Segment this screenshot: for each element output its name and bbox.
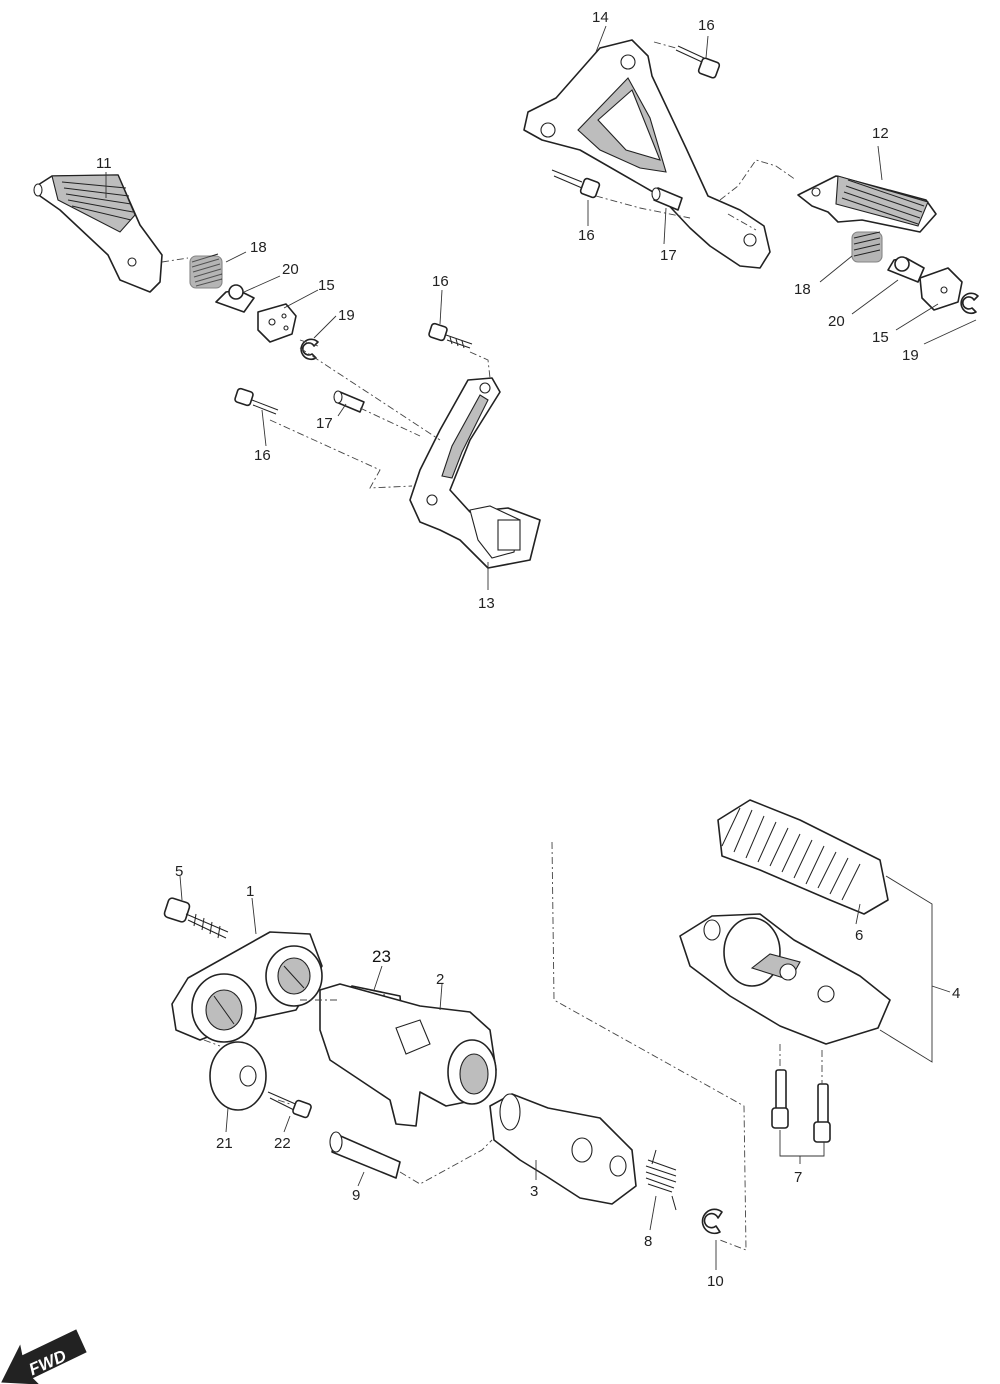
callout-14: 14 <box>592 9 609 26</box>
callout-11: 11 <box>96 155 112 172</box>
callout-22: 22 <box>274 1135 291 1152</box>
callout-10: 10 <box>707 1273 724 1290</box>
part-17-pin <box>333 390 365 413</box>
callout-5: 5 <box>175 863 183 880</box>
callout-16-lower-left: 16 <box>254 447 271 464</box>
part-14-footpeg-bracket <box>523 39 771 269</box>
fwd-arrow-icon: FWD <box>1 1329 87 1384</box>
callout-21: 21 <box>216 1135 233 1152</box>
part-1-link-plate <box>171 931 323 1043</box>
callout-9: 9 <box>352 1187 360 1204</box>
part-15-retainer-plate <box>257 303 297 343</box>
part-7-bolts <box>771 1069 831 1143</box>
part-2-pedal-holder <box>319 983 497 1127</box>
part-3-pivot-shaft <box>489 1093 637 1205</box>
part-21-spacer <box>209 1041 267 1111</box>
callout-20-left: 20 <box>282 261 299 278</box>
part-19-e-clip <box>300 338 319 361</box>
callout-19-right: 19 <box>902 347 919 364</box>
part-11-rider-footpeg <box>33 174 163 293</box>
part-16-bolt-lower <box>234 387 279 415</box>
part-12-passenger-footpeg <box>797 175 937 233</box>
callout-16-mid-right: 16 <box>578 227 595 244</box>
callout-1: 1 <box>246 883 254 900</box>
callout-7: 7 <box>794 1169 802 1186</box>
part-18-spring-right <box>851 231 883 263</box>
callout-12: 12 <box>872 125 889 142</box>
part-20-detent-ball <box>215 284 255 313</box>
part-9-pin <box>329 1131 401 1179</box>
part-15-plate-right <box>919 267 963 311</box>
part-16-bolt-right-lower <box>551 169 601 199</box>
callout-16-upper-left: 16 <box>432 273 449 290</box>
part-10-e-clip <box>701 1208 723 1235</box>
part-6-rubber-pad <box>717 799 889 915</box>
callout-23: 23 <box>372 947 391 966</box>
part-20-detent-right <box>887 256 925 283</box>
callout-15-left: 15 <box>318 277 335 294</box>
callout-18-right: 18 <box>794 281 811 298</box>
part-16-bolt-right-upper <box>675 45 721 79</box>
part-22-bolt <box>267 1091 312 1119</box>
callout-20-right: 20 <box>828 313 845 330</box>
part-19-clip-right <box>960 292 979 315</box>
part-17-pin-right <box>651 187 683 211</box>
callout-4: 4 <box>952 985 960 1002</box>
callout-3: 3 <box>530 1183 538 1200</box>
callout-6: 6 <box>855 927 863 944</box>
callout-17-right: 17 <box>660 247 677 264</box>
callout-19-left: 19 <box>338 307 355 324</box>
part-4-footrest-assembly <box>679 913 891 1045</box>
part-18-spring <box>189 253 223 289</box>
callout-13: 13 <box>478 595 495 612</box>
callout-16-top-right: 16 <box>698 17 715 34</box>
callout-8: 8 <box>644 1233 652 1250</box>
part-13-footpeg-bracket <box>409 377 541 569</box>
callout-2: 2 <box>436 971 444 988</box>
callout-17-left: 17 <box>316 415 333 432</box>
callout-18-left: 18 <box>250 239 267 256</box>
callout-15-right: 15 <box>872 329 889 346</box>
part-5-bolt <box>163 897 229 939</box>
part-16-bolt-upper <box>428 322 473 349</box>
part-8-return-spring <box>645 1149 677 1211</box>
